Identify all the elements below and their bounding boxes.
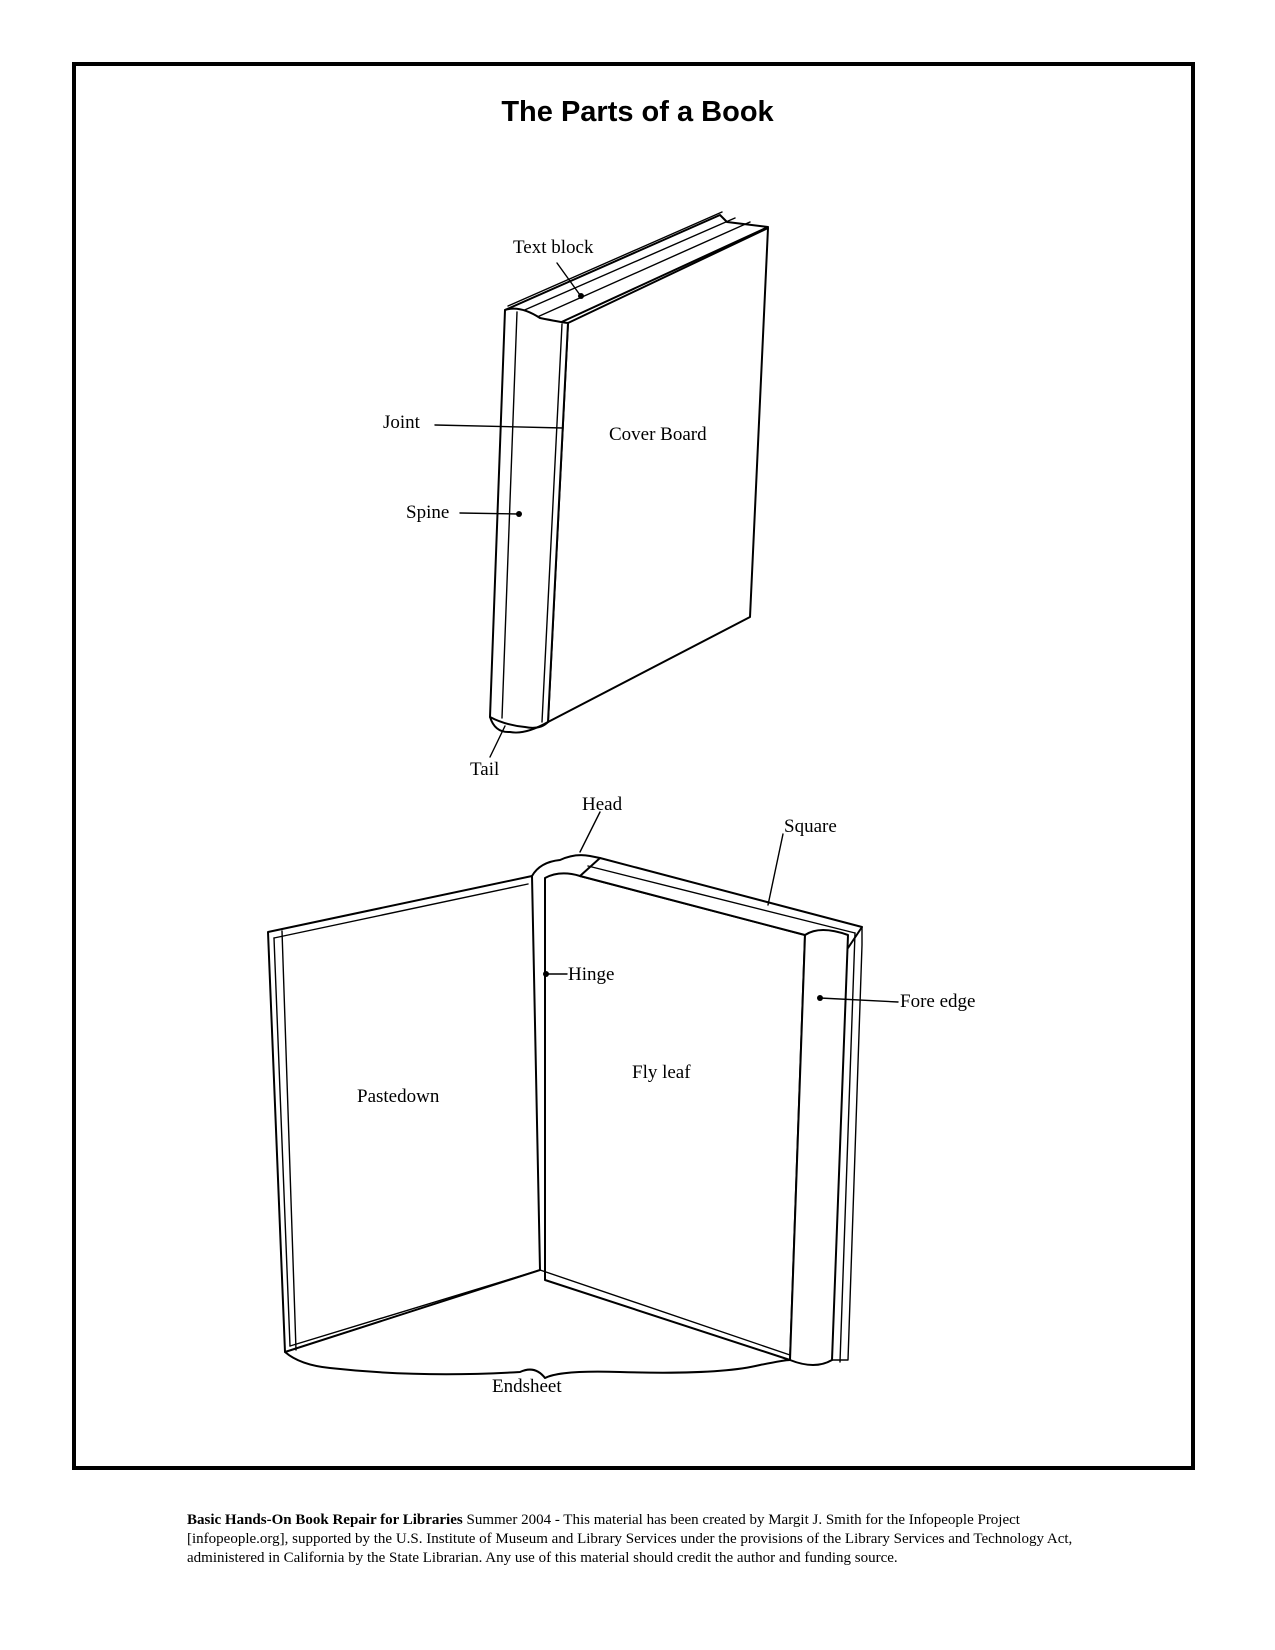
- endsheet-curve: [284, 1351, 791, 1379]
- label-tail: Tail: [470, 759, 499, 780]
- closed-book-illustration: [489, 211, 769, 734]
- fly-leaf-face: [544, 872, 806, 1361]
- fore-edge-pointer: [819, 997, 899, 1003]
- label-head: Head: [582, 794, 623, 815]
- footer-course-title: Basic Hands-On Book Repair for Libraries: [187, 1512, 463, 1528]
- label-fore-edge: Fore edge: [900, 991, 975, 1012]
- square-pointer: [767, 833, 784, 906]
- label-text-block: Text block: [513, 237, 594, 258]
- text-block-pointer: [556, 262, 581, 296]
- label-hinge: Hinge: [568, 964, 614, 985]
- credit-footer: Basic Hands-On Book Repair for Libraries…: [187, 1511, 1087, 1568]
- label-spine: Spine: [406, 502, 449, 523]
- label-pastedown: Pastedown: [357, 1086, 440, 1107]
- label-endsheet: Endsheet: [492, 1376, 562, 1397]
- closed-book-callouts: [434, 262, 584, 758]
- label-joint: Joint: [383, 412, 421, 433]
- tail-pointer: [489, 725, 506, 758]
- joint-pointer: [434, 424, 564, 429]
- label-cover-board: Cover Board: [609, 424, 707, 445]
- pastedown-face: [267, 875, 541, 1353]
- open-book-illustration: [267, 854, 863, 1379]
- head-pointer: [579, 811, 601, 853]
- open-book-callouts: [543, 811, 899, 1003]
- footer-credit-text: Summer 2004 - This material has been cre…: [187, 1512, 1073, 1566]
- label-square: Square: [784, 816, 837, 837]
- spine-pointer: [459, 512, 519, 515]
- page-title: The Parts of a Book: [501, 96, 774, 128]
- label-fly-leaf: Fly leaf: [632, 1062, 691, 1083]
- head-curl: [531, 854, 601, 877]
